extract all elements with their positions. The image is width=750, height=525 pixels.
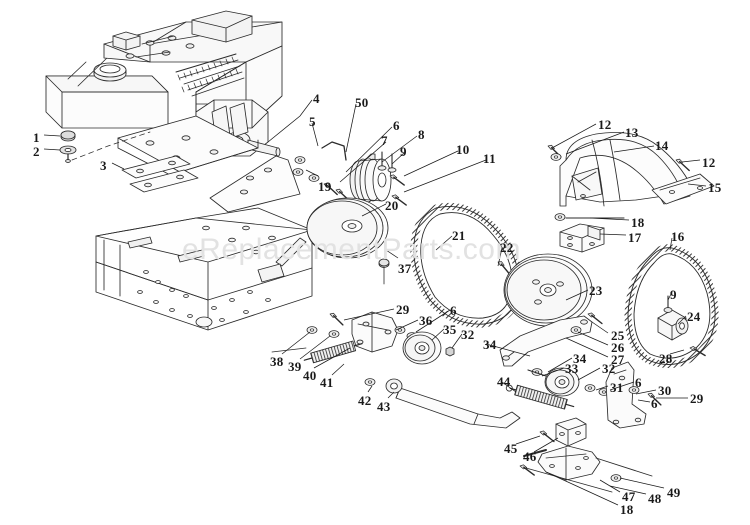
callout-number: 2 — [33, 144, 40, 159]
callout-number: 41 — [320, 375, 334, 390]
callout-number: 12 — [702, 155, 716, 170]
callout-number: 21 — [452, 228, 466, 243]
callout-number: 19 — [318, 179, 332, 194]
callout-number: 27 — [611, 352, 625, 367]
callout-number: 10 — [456, 142, 470, 157]
callout-number: 48 — [648, 491, 662, 506]
callout-number: 6 — [450, 303, 457, 318]
callout-number: 34 — [483, 337, 497, 352]
callout-number: 6 — [393, 118, 400, 133]
callout-number: 29 — [690, 391, 704, 406]
callout-number: 45 — [504, 441, 518, 456]
callout-number: 22 — [500, 240, 514, 255]
callout-number: 4 — [313, 91, 320, 106]
callout-number: 49 — [667, 485, 681, 500]
callout-number: 25 — [611, 328, 625, 343]
callout-number: 50 — [355, 95, 369, 110]
callout-number: 18 — [631, 215, 645, 230]
callout-number: 20 — [385, 198, 399, 213]
callout-number: 23 — [589, 283, 603, 298]
callout-number: 1 — [33, 130, 40, 145]
callout-number: 32 — [461, 327, 475, 342]
callout-number: 29 — [396, 302, 410, 317]
callout-number: 36 — [419, 313, 433, 328]
callout-number: 26 — [611, 340, 625, 355]
callout-number: 46 — [523, 449, 537, 464]
callout-number: 47 — [622, 489, 636, 504]
callout-number: 24 — [687, 309, 701, 324]
callout-number: 11 — [483, 151, 496, 166]
callout-number: 38 — [270, 354, 284, 369]
callout-number: 17 — [628, 230, 642, 245]
callout-number: 16 — [671, 229, 685, 244]
callout-number: 12 — [598, 117, 612, 132]
callout-number: 39 — [288, 359, 302, 374]
callout-number: 30 — [658, 383, 672, 398]
callout-number: 13 — [625, 125, 639, 140]
callout-number: 44 — [497, 374, 511, 389]
callout-number: 14 — [655, 138, 669, 153]
callout-number: 6 — [651, 396, 658, 411]
callout-number: 5 — [309, 114, 316, 129]
callout-number: 35 — [443, 322, 457, 337]
callout-number: 28 — [659, 351, 673, 366]
callout-number: 42 — [358, 393, 372, 408]
callout-number: 9 — [670, 287, 677, 302]
callout-number: 43 — [377, 399, 391, 414]
callout-number: 6 — [635, 375, 642, 390]
callout-number: 8 — [418, 127, 425, 142]
callout-number: 9 — [400, 144, 407, 159]
callout-number: 3 — [100, 158, 107, 173]
callout-number: 15 — [708, 180, 722, 195]
callout-number: 31 — [610, 380, 624, 395]
callout-number: 7 — [381, 133, 388, 148]
callout-number: 34 — [573, 351, 587, 366]
watermark: eReplacementParts.com — [182, 233, 521, 266]
callout-number: 18 — [620, 502, 634, 517]
callout-number: 33 — [565, 361, 579, 376]
callout-number: 40 — [303, 368, 317, 383]
callout-number: 37 — [398, 261, 412, 276]
callout-number: 32 — [602, 361, 616, 376]
